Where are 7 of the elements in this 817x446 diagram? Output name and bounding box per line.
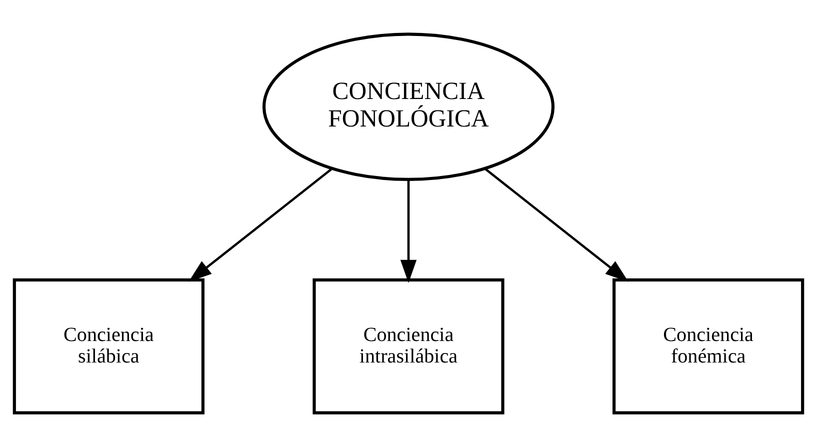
arrow — [400, 179, 417, 283]
node-box: Conciencia fonémica — [612, 278, 804, 414]
arrow — [484, 167, 628, 282]
node-ellipse: CONCIENCIA FONOLÓGICA — [262, 32, 555, 180]
arrow — [188, 167, 333, 282]
node-box: Conciencia silábica — [12, 278, 204, 414]
node-box: Conciencia intrasilábica — [312, 278, 504, 414]
